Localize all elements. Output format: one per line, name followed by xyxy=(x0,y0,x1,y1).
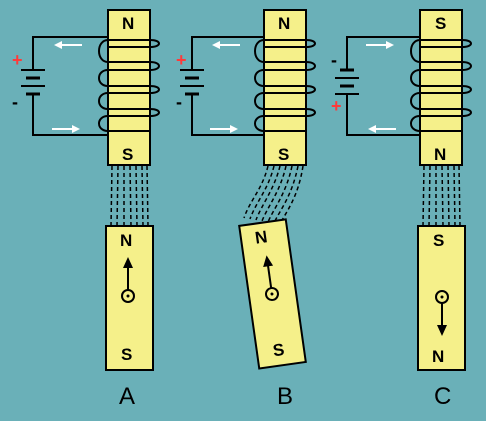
current-arrow-top-b xyxy=(212,41,240,49)
panel-label-b: B xyxy=(277,383,293,410)
compass-needle-up-icon xyxy=(263,255,279,301)
circuit-wire-b xyxy=(191,36,264,136)
battery-top-sign-a: + xyxy=(12,50,23,70)
battery-top-sign-b: + xyxy=(176,50,187,70)
coil-b xyxy=(254,39,316,132)
battery-a xyxy=(21,68,45,100)
field-lines-c xyxy=(422,165,461,227)
coil-a xyxy=(98,39,160,132)
magnet-top-pole-c: S xyxy=(433,231,444,250)
panel-label-a: A xyxy=(119,383,135,410)
core-top-pole-a: N xyxy=(122,14,134,33)
field-lines-a xyxy=(110,165,149,227)
compass-needle-up-icon xyxy=(121,257,135,303)
electromagnet-core-b xyxy=(263,9,307,166)
core-bottom-pole-c: N xyxy=(434,145,446,164)
battery-top-sign-c: - xyxy=(331,50,337,70)
magnet-bottom-pole-c: N xyxy=(432,347,444,366)
electromagnet-core-c xyxy=(419,9,463,166)
core-top-pole-b: N xyxy=(278,14,290,33)
circuit-wire-c xyxy=(346,36,420,136)
coil-c xyxy=(410,39,472,132)
magnet-top-pole-a: N xyxy=(120,231,132,250)
core-bottom-pole-b: S xyxy=(278,145,289,164)
current-arrow-top-a xyxy=(54,41,82,49)
battery-bottom-sign-c: + xyxy=(331,96,342,116)
battery-bottom-sign-b: - xyxy=(176,92,182,112)
current-arrow-bottom-b xyxy=(210,125,238,133)
permanent-magnet-a xyxy=(105,225,154,371)
panel-a: + - N S xyxy=(12,9,160,410)
current-arrow-top-c xyxy=(366,41,394,49)
magnet-top-pole-b: N xyxy=(254,227,269,248)
magnet-bottom-pole-a: S xyxy=(121,345,132,364)
panel-label-c: C xyxy=(434,383,451,410)
current-arrow-bottom-a xyxy=(52,125,80,133)
current-arrow-bottom-c xyxy=(368,125,396,133)
battery-bottom-sign-a: - xyxy=(12,92,18,112)
battery-c xyxy=(335,68,359,100)
core-top-pole-c: S xyxy=(435,14,446,33)
compass-needle-down-icon xyxy=(435,290,449,336)
panel-b: + - N S xyxy=(176,9,316,410)
electromagnet-core-a xyxy=(107,9,151,166)
magnet-bottom-pole-b: S xyxy=(272,340,286,360)
battery-b xyxy=(180,68,204,100)
panel-c: - + S N xyxy=(331,9,472,410)
field-lines-b xyxy=(243,165,304,225)
circuit-wire-a xyxy=(32,36,108,136)
core-bottom-pole-a: S xyxy=(122,145,133,164)
